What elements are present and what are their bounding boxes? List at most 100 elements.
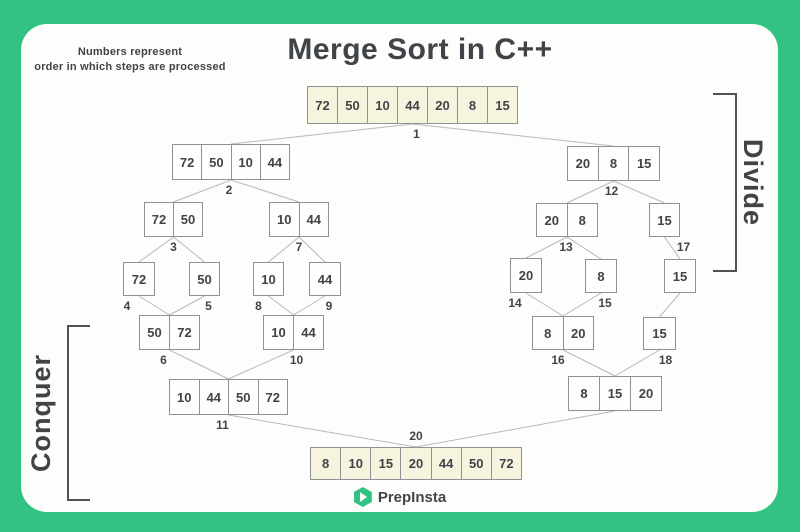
step-label-17: 17 [676, 240, 691, 254]
step-label-18: 18 [658, 353, 673, 367]
step-label-3: 3 [170, 240, 177, 254]
array-cell: 10 [263, 315, 294, 350]
conquer-label: Conquer [26, 354, 56, 472]
array-cell: 10 [230, 144, 261, 180]
step-label-1: 1 [413, 127, 420, 141]
step-label-5: 5 [205, 299, 212, 313]
array-cell: 50 [139, 315, 170, 350]
page-title: Merge Sort in C++ [287, 33, 553, 66]
conquer-bracket [67, 325, 90, 501]
array-cell: 15 [599, 376, 631, 411]
array-node-a18: 15 [643, 317, 676, 350]
array-cell: 50 [228, 379, 259, 415]
step-label-10: 10 [289, 353, 304, 367]
step-label-2: 2 [225, 183, 233, 197]
array-cell: 8 [532, 316, 564, 350]
array-cell: 10 [367, 86, 398, 124]
array-cell: 8 [566, 203, 598, 237]
array-cell: 15 [643, 317, 676, 350]
array-cell: 8 [568, 376, 600, 411]
array-cell: 72 [307, 86, 338, 124]
array-cell: 50 [201, 144, 232, 180]
note-text: Numbers represent order in which steps a… [30, 45, 230, 75]
array-node-a9: 44 [309, 262, 341, 296]
step-label-14: 14 [508, 296, 522, 310]
array-cell: 50 [460, 447, 492, 480]
note-line-1: Numbers represent [77, 46, 183, 58]
step-label-13: 13 [559, 240, 573, 254]
array-node-a17: 15 [649, 203, 680, 237]
note-line-2: order in which steps are processed [34, 61, 226, 73]
array-cell: 10 [269, 202, 300, 237]
array-cell: 15 [370, 447, 402, 480]
array-cell: 72 [172, 144, 203, 180]
array-cell: 8 [597, 146, 630, 181]
array-cell: 15 [664, 259, 696, 293]
step-label-9: 9 [325, 299, 333, 313]
array-cell: 15 [487, 86, 518, 124]
array-cell: 20 [536, 203, 568, 237]
step-label-4: 4 [123, 299, 131, 313]
array-cell: 20 [427, 86, 458, 124]
array-node-a4: 72 [123, 262, 155, 296]
prepinsta-logo-text: PrepInsta [377, 488, 447, 506]
array-cell: 72 [257, 379, 288, 415]
array-cell: 72 [144, 202, 174, 237]
array-cell: 44 [397, 86, 428, 124]
array-cell: 20 [400, 447, 432, 480]
array-cell: 15 [628, 146, 661, 181]
prepinsta-logo-icon [353, 487, 372, 507]
step-label-6: 6 [160, 353, 167, 367]
array-cell: 50 [189, 262, 220, 296]
array-cell: 8 [457, 86, 488, 124]
array-cell: 44 [259, 144, 290, 180]
divide-label: Divide [738, 139, 768, 227]
step-label-20: 20 [409, 429, 423, 443]
array-cell: 20 [510, 258, 542, 293]
divide-bracket [713, 93, 737, 272]
step-label-15: 15 [598, 296, 612, 310]
array-node-a14: 20 [510, 258, 542, 293]
array-node-a15: 8 [585, 259, 617, 293]
array-cell: 72 [123, 262, 155, 296]
step-label-16: 16 [551, 353, 565, 367]
array-cell: 20 [630, 376, 662, 411]
array-cell: 50 [337, 86, 368, 124]
array-cell: 44 [198, 379, 229, 415]
step-label-11: 11 [216, 418, 229, 432]
array-cell: 44 [309, 262, 341, 296]
array-cell: 50 [173, 202, 203, 237]
array-cell: 10 [340, 447, 372, 480]
array-cell: 8 [310, 447, 342, 480]
array-cell: 20 [567, 146, 599, 181]
array-cell: 44 [298, 202, 329, 237]
array-cell: 72 [490, 447, 522, 480]
array-cell: 44 [430, 447, 462, 480]
array-cell: 20 [562, 316, 594, 350]
array-cell: 8 [585, 259, 617, 293]
step-label-8: 8 [255, 299, 262, 313]
array-cell: 10 [253, 262, 284, 296]
array-node-a5: 50 [189, 262, 220, 296]
array-cell: 15 [649, 203, 680, 237]
array-cell: 10 [169, 379, 200, 415]
array-node-a17b: 15 [664, 259, 696, 293]
prepinsta-logo: PrepInsta [0, 487, 800, 507]
step-label-12: 12 [604, 184, 619, 198]
logo-arrow-glyph [359, 492, 367, 502]
array-cell: 44 [293, 315, 324, 350]
array-cell: 72 [169, 315, 200, 350]
